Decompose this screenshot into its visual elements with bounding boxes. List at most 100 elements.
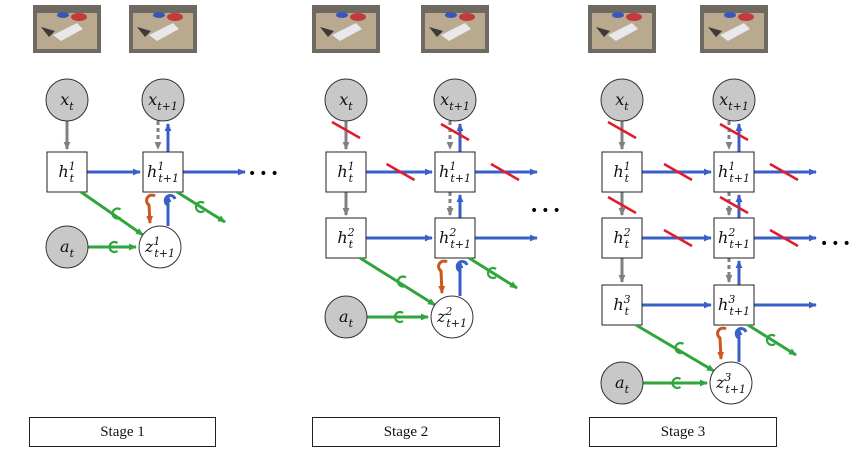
s1-ellipsis: ••• <box>248 166 282 182</box>
s2-h-t1-1-box <box>434 151 476 193</box>
stage-1-label: Stage 1 <box>29 417 216 447</box>
s2-x-t-circle <box>324 78 368 122</box>
s3-z-circle <box>709 361 753 405</box>
s1-h-t-1-box <box>46 151 88 193</box>
s3-horiz-strike-0 <box>663 162 693 182</box>
s1-x-t-circle <box>45 78 89 122</box>
s2-x-t1-label: xt+1 <box>440 90 470 113</box>
s2-h-t-2-box <box>325 217 367 259</box>
s2-photo-t-blue-obj <box>336 12 348 18</box>
s2-photo-t1-blue-obj <box>445 12 457 18</box>
s2-h-t-1-box <box>325 151 367 193</box>
s2-photo-t-dark-obj <box>320 27 334 37</box>
s1-green-out <box>176 190 226 224</box>
s2-photo-t1-robot-arm <box>441 23 471 41</box>
s2-photo-t1 <box>421 5 489 53</box>
s3-a-t-label: at <box>615 373 630 396</box>
s2-green-curl-3 <box>393 310 404 324</box>
s3-photo-t-blue-obj <box>612 12 624 18</box>
s2-green-curl-2 <box>486 266 497 280</box>
s1-photo-t1-dark-obj <box>137 27 151 37</box>
s2-photo-t <box>312 5 380 53</box>
s2-x-t-label: xt <box>339 90 353 113</box>
s3-x-t-label: xt <box>615 90 629 113</box>
s2-xt-strike <box>331 120 361 140</box>
s3-a-t-circle <box>600 361 644 405</box>
s3-photo-t-dark-obj <box>596 27 610 37</box>
s2-photo-t1-dark-obj <box>429 27 443 37</box>
s1-green-curl-1 <box>111 207 122 220</box>
s1-x-t-label: xt <box>60 90 74 113</box>
s3-h-t-strike-0 <box>607 195 637 215</box>
s3-h-t-3-box <box>601 284 643 326</box>
s3-x-t-circle <box>600 78 644 122</box>
s3-photo-t1 <box>700 5 768 53</box>
s3-h-t-2-box <box>601 217 643 259</box>
s1-orange-arrow <box>145 193 156 224</box>
s2-green-out <box>468 256 518 290</box>
s1-photo-t-blue-obj <box>57 12 69 18</box>
s1-h-t1-1-box <box>142 151 184 193</box>
s3-green-out <box>747 323 797 357</box>
s2-h-t1-2-box <box>434 217 476 259</box>
s1-a-t-label: at <box>60 237 75 260</box>
s1-a-t-circle <box>45 225 89 269</box>
s2-green-curl-1 <box>396 275 407 288</box>
s3-photo-t1-red-obj <box>738 13 754 21</box>
s1-x-t1-label: xt+1 <box>148 90 178 113</box>
s2-a-t-circle <box>324 295 368 339</box>
s2-xt1-strike <box>440 122 470 142</box>
s3-green-curl-1 <box>674 341 685 355</box>
s1-photo-t1-blue-obj <box>153 12 165 18</box>
s3-x-t1-label: xt+1 <box>719 90 749 113</box>
s3-h-t1-3-box <box>713 284 755 326</box>
stage-3-label: Stage 3 <box>589 417 777 447</box>
s3-ellipsis: ••• <box>820 236 854 252</box>
s2-photo-t-robot-arm <box>332 23 362 41</box>
s2-a-t-label: at <box>339 307 354 330</box>
s1-photo-t1-red-obj <box>167 13 183 21</box>
s3-h-t-1-box <box>601 151 643 193</box>
s3-x-t1-circle <box>712 78 756 122</box>
s3-orange-arrow <box>716 326 727 360</box>
s3-horiz-strike-1 <box>663 228 693 248</box>
s2-horiz-strike-0 <box>385 162 416 182</box>
s3-green-curl-2 <box>765 333 776 347</box>
s2-orange-arrow <box>437 259 448 294</box>
s1-photo-t <box>33 5 101 53</box>
s3-green-curl-3 <box>671 376 682 390</box>
s1-x-t1-circle <box>141 78 185 122</box>
s3-photo-t <box>588 5 656 53</box>
s3-h-t1-1-box <box>713 151 755 193</box>
s1-z-circle <box>138 225 182 269</box>
s3-xt-strike <box>607 120 637 140</box>
s1-green-curl-3 <box>108 240 119 254</box>
s1-photo-t-red-obj <box>71 13 87 21</box>
s1-photo-t-robot-arm <box>53 23 83 41</box>
s2-photo-t-red-obj <box>350 13 366 21</box>
s2-photo-t1-red-obj <box>459 13 475 21</box>
s3-photo-t-robot-arm <box>608 23 638 41</box>
s3-xt1-strike <box>719 122 749 142</box>
s2-x-t1-circle <box>433 78 477 122</box>
s3-horiz1-strike-1 <box>769 228 799 248</box>
s3-photo-t-red-obj <box>626 13 642 21</box>
s1-photo-t1-robot-arm <box>149 23 179 41</box>
s1-photo-t1 <box>129 5 197 53</box>
s3-photo-t1-robot-arm <box>720 23 750 41</box>
s2-ellipsis: ••• <box>530 203 564 219</box>
s3-horiz1-strike-0 <box>769 162 799 182</box>
